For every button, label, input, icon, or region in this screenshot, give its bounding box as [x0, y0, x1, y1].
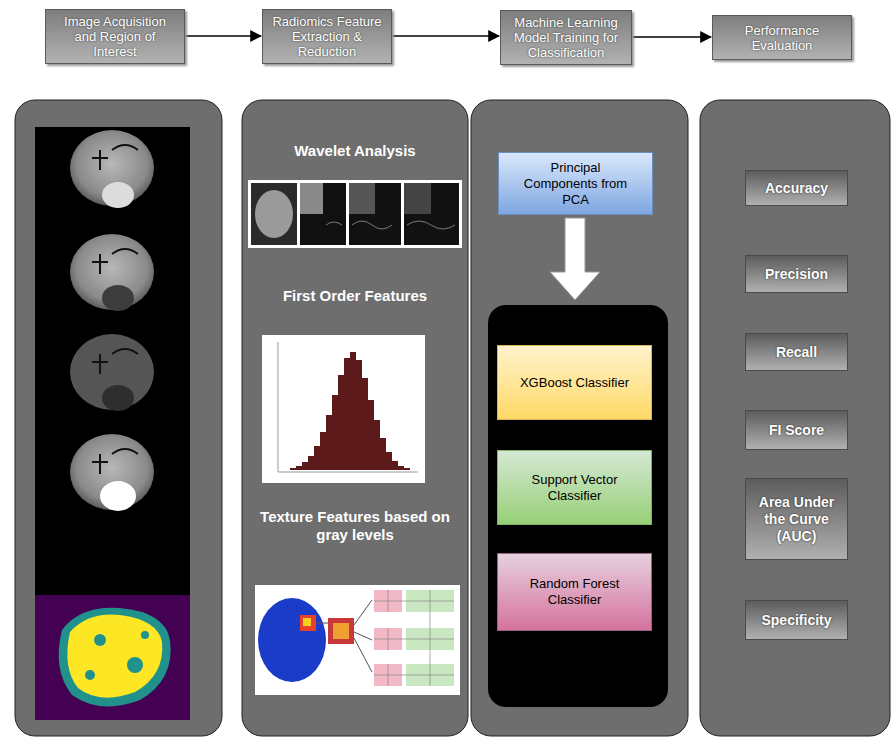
brain-sulci	[92, 145, 138, 170]
texture-frame	[255, 585, 460, 695]
box-label: Accuracy	[765, 180, 828, 197]
segmentation-mask	[35, 595, 190, 720]
box-label: Specificity	[761, 612, 831, 629]
histogram-image	[262, 335, 425, 483]
segmentation-patch	[127, 657, 143, 673]
box-label: FI Score	[769, 422, 824, 439]
stage-panel	[700, 100, 890, 736]
mri-images	[35, 127, 190, 720]
texture-leader	[316, 600, 372, 672]
section-heading: Texture Features based on gray levels	[250, 508, 460, 544]
wavelet-tile	[404, 183, 459, 245]
segmentation-patch	[85, 670, 95, 680]
texture-roi	[300, 615, 316, 631]
flow-arrow	[632, 36, 711, 38]
brain-sulci	[92, 249, 138, 274]
classifier-container	[488, 305, 668, 707]
stage-panel	[242, 100, 468, 736]
metric-box: FI Score	[745, 410, 848, 450]
tumor-region	[102, 182, 134, 208]
box-label: XGBoost Classifier	[520, 375, 629, 391]
tumor-region	[102, 385, 134, 411]
flow-arrow	[550, 218, 600, 300]
box-label: Machine Learning Model Training for Clas…	[501, 15, 631, 60]
box-label: Principal Components from PCA	[516, 160, 636, 208]
classifier-box: Support Vector Classifier	[497, 450, 652, 525]
stage-panel	[15, 100, 222, 736]
wavelet-image	[248, 180, 462, 248]
texture-image	[255, 585, 460, 695]
segmentation-edema	[59, 608, 171, 707]
flow-arrow	[392, 35, 499, 37]
tumor-region	[100, 481, 136, 511]
brain-sulci	[92, 449, 138, 474]
classifier-box: XGBoost Classifier	[497, 345, 652, 420]
image-background	[35, 127, 190, 595]
stage-header: Image Acquisition and Region of Interest	[45, 9, 185, 64]
texture-patch	[328, 618, 354, 644]
texture-roi	[303, 618, 311, 626]
texture-patch	[333, 623, 349, 639]
stage-header: Performance Evaluation	[712, 15, 852, 60]
wavelet-tile	[251, 183, 297, 245]
wavelet-frame	[248, 180, 462, 248]
metric-box: Area Under the Curve (AUC)	[745, 478, 848, 560]
stage-header: Radiomics Feature Extraction & Reduction	[262, 9, 392, 64]
stage-panel	[471, 100, 688, 736]
tumor-region	[102, 285, 134, 311]
stage-panels	[15, 100, 890, 736]
segmentation-patch	[94, 634, 106, 646]
wavelet-tile	[300, 183, 323, 214]
segmentation-patch	[141, 631, 149, 639]
wavelet-detail	[326, 221, 455, 229]
metric-box: Specificity	[745, 600, 848, 640]
histogram-bars	[290, 352, 410, 470]
section-heading: First Order Features	[250, 287, 460, 305]
segmentation-core	[67, 615, 162, 698]
box-label: Radiomics Feature Extraction & Reduction	[263, 14, 391, 59]
histogram-axes	[278, 342, 418, 472]
box-label: Recall	[776, 344, 817, 361]
wavelet-brain	[255, 190, 293, 238]
brain-slice	[70, 334, 154, 410]
box-label: Performance Evaluation	[713, 23, 851, 53]
wavelet-tile	[349, 183, 401, 245]
metric-box: Precision	[745, 255, 848, 293]
wavelet-tile	[349, 183, 375, 214]
pca-box: Principal Components from PCA	[498, 152, 653, 215]
box-label: Support Vector Classifier	[516, 472, 634, 504]
classifier-box: Random Forest Classifier	[497, 553, 652, 631]
wavelet-tile	[300, 183, 346, 245]
brain-slice	[70, 434, 154, 510]
box-label: Random Forest Classifier	[516, 576, 634, 608]
flow-arrow	[185, 35, 261, 37]
texture-map	[258, 598, 326, 682]
metric-box: Recall	[745, 333, 848, 371]
brain-sulci	[92, 349, 138, 374]
classifier-group	[488, 218, 668, 707]
section-heading: Wavelet Analysis	[250, 142, 460, 160]
wavelet-tile	[404, 183, 431, 214]
box-label: Image Acquisition and Region of Interest	[46, 14, 184, 59]
box-label: Precision	[765, 266, 828, 283]
stage-header: Machine Learning Model Training for Clas…	[500, 10, 632, 65]
brain-slice	[70, 234, 154, 310]
texture-grid	[374, 590, 454, 686]
metric-box: Accuracy	[745, 170, 848, 206]
feature-panel: Wavelet AnalysisFirst Order FeaturesText…	[242, 100, 468, 736]
box-label: Area Under the Curve (AUC)	[749, 494, 844, 545]
histogram-frame	[262, 335, 425, 483]
